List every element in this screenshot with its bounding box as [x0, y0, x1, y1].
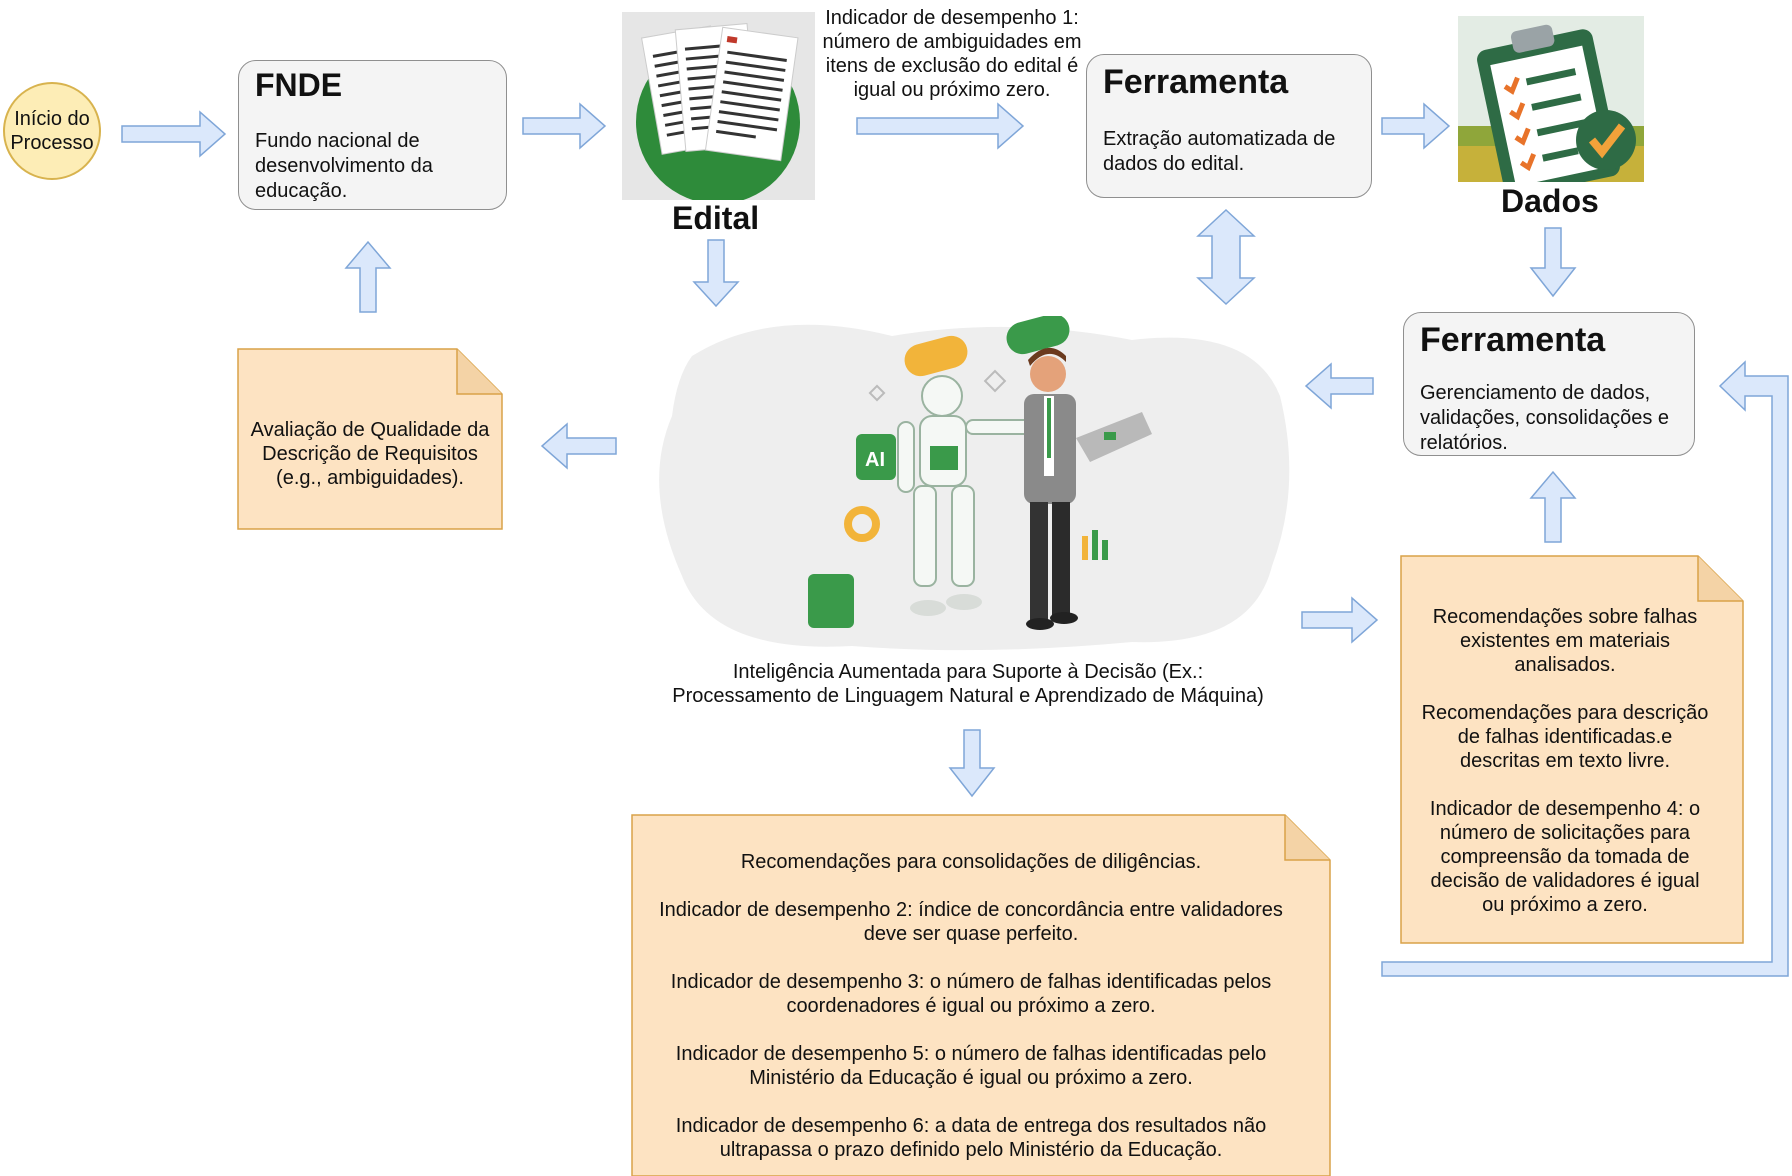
arrow-ferramenta-ai-bidirectional — [1196, 208, 1256, 306]
dados-image — [1458, 16, 1644, 197]
recommendations-right-para-1: Recomendações sobre falhas existentes em… — [1432, 606, 1698, 676]
arrow-quality-to-fnde — [344, 240, 392, 313]
arrow-edital-to-ferramenta — [856, 102, 1025, 150]
arrow-recommendations-to-ferramenta — [1529, 470, 1577, 543]
arrow-ai-to-quality — [540, 422, 617, 470]
recommendations-bottom-shape — [631, 814, 1331, 1176]
recommendations-bottom-para-4: Indicador de desempenho 5: o número de f… — [675, 1043, 1267, 1089]
arrow-edital-to-ai — [692, 239, 740, 308]
ai-caption: Inteligência Aumentada para Suporte à De… — [672, 661, 1264, 707]
edital-label: Edital — [672, 200, 760, 236]
ferramenta-extraction-box: Ferramenta Extração automatizada de dado… — [1086, 54, 1372, 198]
recommendations-right-shape — [1400, 555, 1744, 944]
recommendations-bottom-para-5: Indicador de desempenho 6: a data de ent… — [675, 1115, 1267, 1161]
ferramenta-management-box: Ferramenta Gerenciamento de dados, valid… — [1403, 312, 1695, 456]
process-start-label: Início do Processo — [10, 108, 94, 154]
quality-note-text: Avaliação de Qualidade da Descrição de R… — [250, 419, 490, 489]
recommendations-bottom-para-3: Indicador de desempenho 3: o número de f… — [670, 971, 1272, 1017]
recommendations-bottom-para-2: Indicador de desempenho 2: índice de con… — [659, 899, 1283, 945]
arrow-ai-to-bottom-note — [948, 729, 996, 798]
dados-label: Dados — [1501, 183, 1599, 219]
documents-icon — [636, 12, 815, 204]
process-start-node: Início do Processo — [3, 82, 101, 180]
clipboard-checklist-icon — [1458, 24, 1644, 197]
indicator-1-text: Indicador de desempenho 1: número de amb… — [822, 7, 1082, 101]
arrow-ferramenta-to-ai — [1304, 362, 1374, 410]
quality-note-shape — [237, 348, 503, 530]
fnde-box: FNDE Fundo nacional de desenvolvimento d… — [238, 60, 507, 210]
ferramenta-extraction-title: Ferramenta — [1103, 63, 1289, 101]
edital-image — [622, 12, 815, 204]
recommendations-bottom-text: Recomendações para consolidações de dili… — [631, 850, 1311, 1162]
ferramenta-management-description: Gerenciamento de dados, validações, cons… — [1420, 382, 1670, 454]
arrow-ai-to-recommendations — [1301, 596, 1379, 644]
recommendations-right-text: Recomendações sobre falhas existentes em… — [1400, 605, 1730, 917]
ferramenta-extraction-description: Extração automatizada de dados do edital… — [1103, 128, 1336, 175]
arrow-feedback-loop — [1381, 360, 1789, 977]
recommendations-right-para-2: Recomendações para descrição de falhas i… — [1421, 702, 1709, 772]
arrow-dados-to-ferramenta — [1529, 227, 1577, 298]
arrow-start-to-fnde — [121, 110, 227, 158]
recommendations-right-para-3: Indicador de desempenho 4: o número de s… — [1429, 798, 1701, 916]
ai-robot-human-illustration: AI — [659, 313, 1290, 651]
recommendations-bottom-para-1: Recomendações para consolidações de dili… — [740, 851, 1202, 873]
arrow-ferramenta-to-dados — [1381, 102, 1451, 150]
fnde-description: Fundo nacional de desenvolvimento da edu… — [255, 130, 433, 202]
ferramenta-management-title: Ferramenta — [1420, 321, 1606, 359]
fnde-title: FNDE — [255, 67, 343, 103]
ai-illustration: AI — [652, 313, 1300, 656]
arrow-fnde-to-edital — [522, 102, 607, 150]
ai-badge: AI — [865, 449, 885, 471]
